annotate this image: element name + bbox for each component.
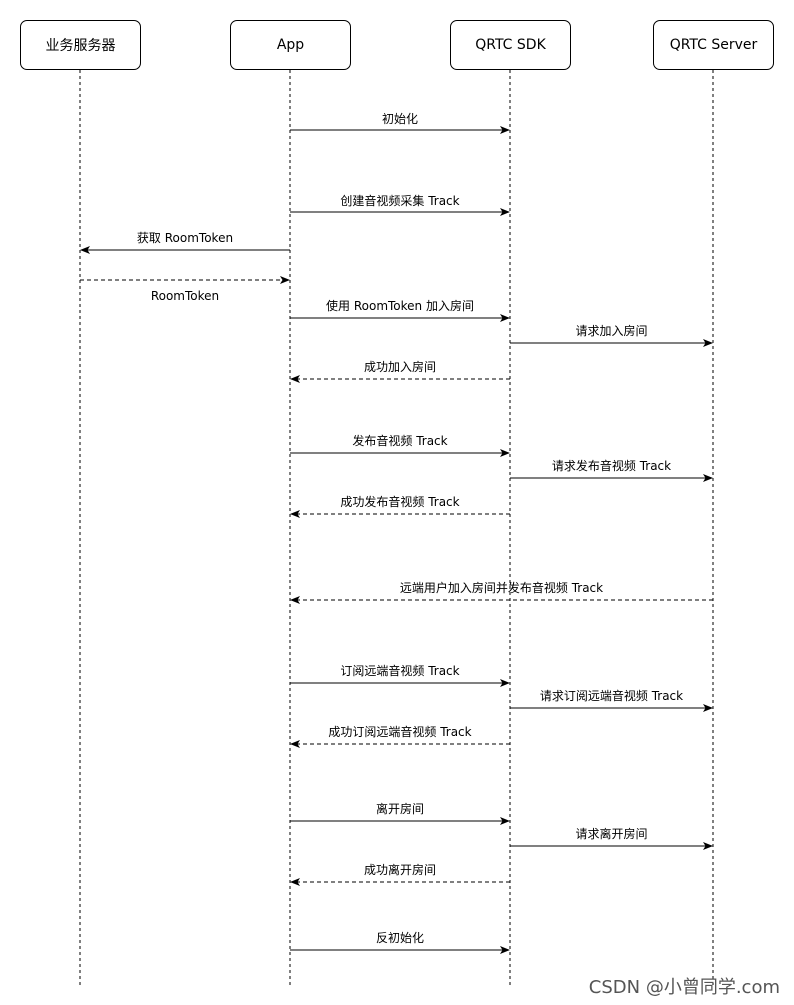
message-11: 远端用户加入房间并发布音视频 Track: [290, 580, 713, 604]
message-8: 发布音视频 Track: [290, 433, 510, 457]
message-3: 获取 RoomToken: [80, 231, 290, 254]
message-label: 创建音视频采集 Track: [340, 193, 459, 208]
message-label: 反初始化: [376, 931, 424, 945]
message-12: 订阅远端音视频 Track: [290, 663, 510, 687]
message-9: 请求发布音视频 Track: [510, 458, 713, 482]
message-label: 请求订阅远端音视频 Track: [540, 688, 683, 703]
message-label: 成功订阅远端音视频 Track: [328, 724, 471, 739]
participant-label: App: [276, 37, 305, 53]
message-4: RoomToken: [80, 276, 290, 303]
participant-label: 业务服务器: [45, 38, 116, 54]
message-2: 创建音视频采集 Track: [290, 193, 510, 216]
message-label: 使用 RoomToken 加入房间: [326, 298, 474, 313]
message-label: 获取 RoomToken: [137, 231, 233, 245]
participant-qrtc-sdk: QRTC SDK: [450, 20, 571, 70]
message-label: 请求加入房间: [575, 323, 647, 338]
message-10: 成功发布音视频 Track: [290, 494, 510, 518]
message-5: 使用 RoomToken 加入房间: [290, 298, 510, 322]
message-1: 初始化: [290, 112, 510, 134]
watermark: CSDN @小曾同学.com: [588, 977, 780, 998]
message-label: RoomToken: [151, 289, 219, 303]
message-17: 成功离开房间: [290, 862, 510, 886]
message-16: 请求离开房间: [510, 826, 713, 850]
message-label: 成功发布音视频 Track: [340, 494, 459, 509]
message-label: 请求离开房间: [575, 826, 647, 841]
message-label: 成功离开房间: [364, 862, 436, 877]
participant-label: QRTC Server: [669, 37, 758, 53]
message-13: 请求订阅远端音视频 Track: [510, 688, 713, 712]
message-14: 成功订阅远端音视频 Track: [290, 724, 510, 748]
message-7: 成功加入房间: [290, 359, 510, 383]
participant-qrtc-server: QRTC Server: [653, 20, 774, 70]
message-15: 离开房间: [290, 801, 510, 825]
message-18: 反初始化: [290, 931, 510, 954]
participant-business-server: 业务服务器: [20, 20, 141, 70]
message-label: 请求发布音视频 Track: [552, 458, 671, 473]
message-label: 远端用户加入房间并发布音视频 Track: [400, 580, 603, 595]
message-label: 发布音视频 Track: [352, 433, 447, 448]
participant-app: App: [230, 20, 351, 70]
message-label: 初始化: [382, 112, 418, 126]
message-6: 请求加入房间: [510, 323, 713, 347]
message-label: 离开房间: [376, 801, 424, 816]
message-label: 成功加入房间: [364, 359, 436, 374]
participant-label: QRTC SDK: [475, 37, 546, 53]
message-label: 订阅远端音视频 Track: [340, 663, 459, 678]
